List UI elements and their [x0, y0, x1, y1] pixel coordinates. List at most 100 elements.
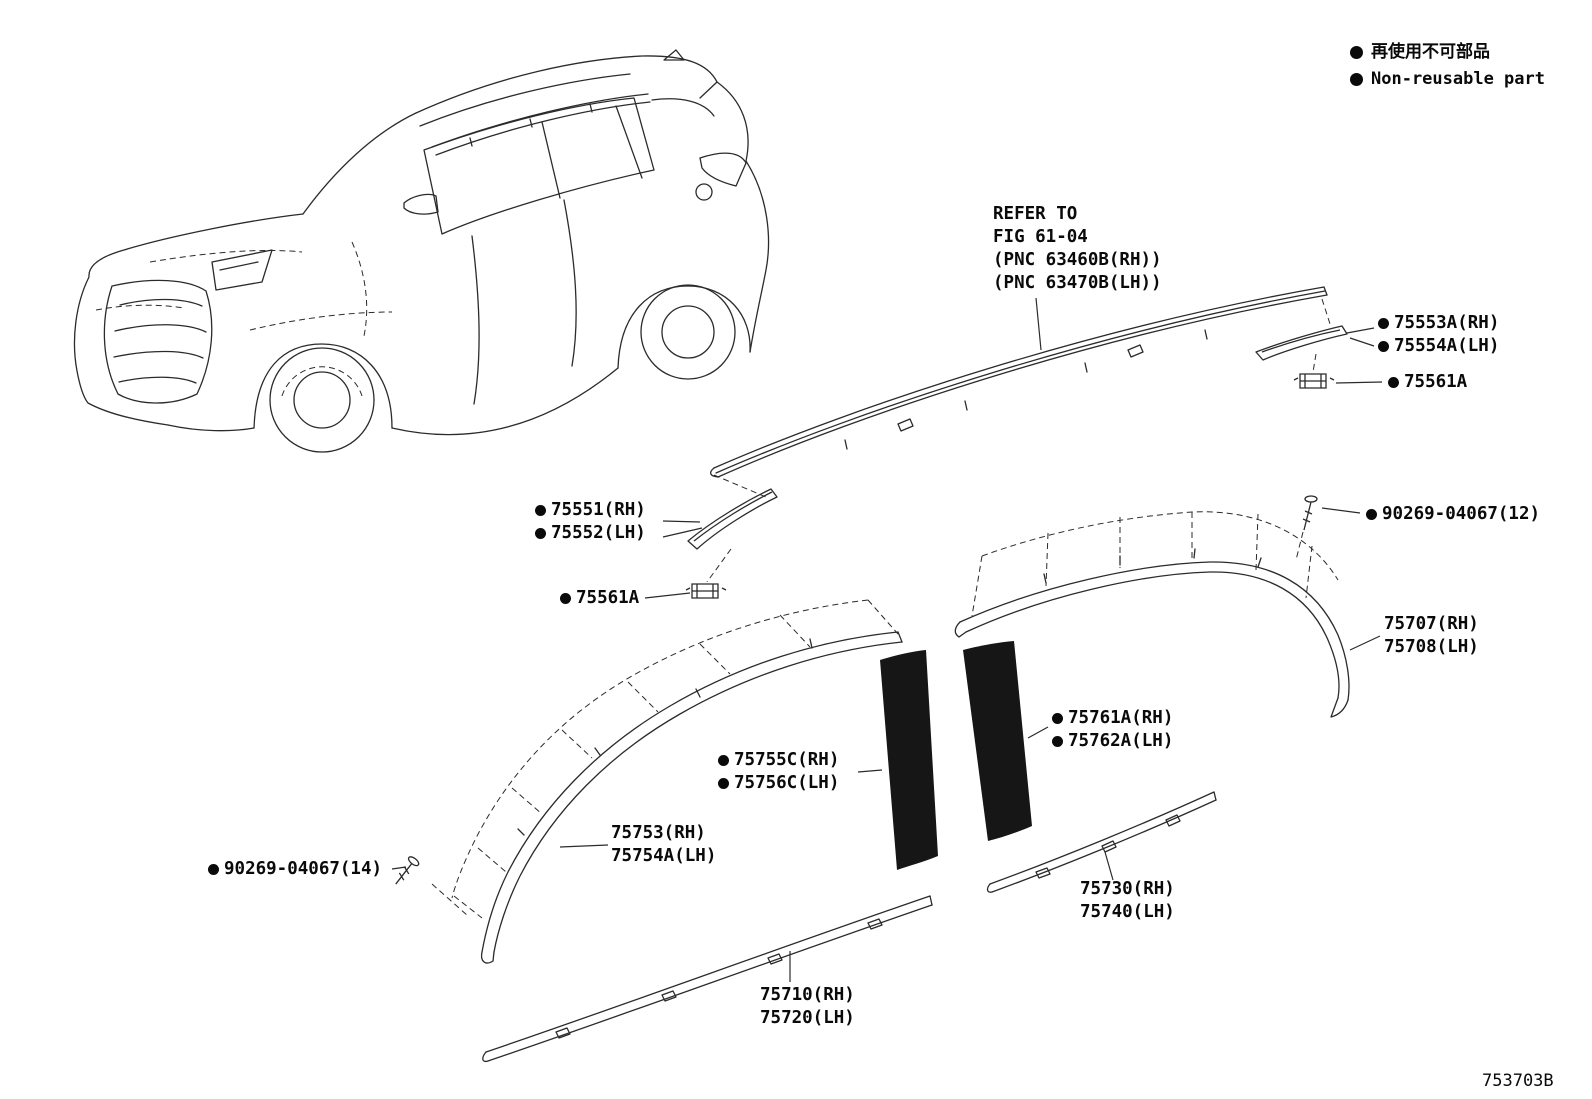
- figure-code-text: 753703B: [1482, 1071, 1554, 1091]
- part-number-text: 75561A: [1404, 372, 1468, 392]
- part-number-text: 75756C(LH): [734, 773, 840, 793]
- non-reusable-dot-icon: [1052, 713, 1063, 724]
- part-number-text: 75707(RH): [1384, 614, 1479, 634]
- part-label-75761A: 75761A(RH) 75762A(LH): [1052, 707, 1173, 753]
- screw-90269-12: [1302, 495, 1318, 531]
- pillar-tapes: [880, 641, 1032, 870]
- part-label-90269-14: 90269-04067(14): [208, 858, 382, 881]
- part-label-75755C: 75755C(RH) 75756C(LH): [718, 749, 839, 795]
- front-pillar-tape: [880, 650, 938, 870]
- screw-90269-14: [395, 856, 420, 885]
- non-reusable-dot-icon: [1388, 377, 1399, 388]
- part-label-row: 75710(RH): [760, 984, 855, 1007]
- part-label-75551: 75551(RH) 75552(LH): [535, 499, 646, 545]
- non-reusable-dot-icon: [535, 505, 546, 516]
- part-number-text: 75553A(RH): [1394, 313, 1500, 333]
- front-door-belt-moulding: [482, 895, 933, 1063]
- part-number-text: 75753(RH): [611, 823, 706, 843]
- part-label-row: 75561A: [560, 587, 639, 610]
- moulding-clip-left: [685, 583, 727, 599]
- non-reusable-dot-icon: [208, 864, 219, 875]
- refer-note-text: (PNC 63470B(LH)): [993, 273, 1162, 293]
- refer-note: REFER TO FIG 61-04 (PNC 63460B(RH)) (PNC…: [993, 203, 1162, 295]
- part-label-90269-12: 90269-04067(12): [1366, 503, 1540, 526]
- rear-quarter-construction-lines: [971, 511, 1339, 617]
- part-label-row: 75753(RH): [611, 822, 716, 845]
- non-reusable-dot-icon: [560, 593, 571, 604]
- part-label-row: 75551(RH): [535, 499, 646, 522]
- part-number-text: 75755C(RH): [734, 750, 840, 770]
- part-label-75730: 75730(RH) 75740(LH): [1080, 878, 1175, 924]
- part-label-row: 90269-04067(12): [1366, 503, 1540, 526]
- part-label-row: 90269-04067(14): [208, 858, 382, 881]
- part-label-75710: 75710(RH) 75720(LH): [760, 984, 855, 1030]
- part-label-row: 75761A(RH): [1052, 707, 1173, 730]
- legend-jp-text: 再使用不可部品: [1371, 42, 1490, 62]
- part-label-row: 75708(LH): [1384, 636, 1479, 659]
- non-reusable-dot-icon: [535, 528, 546, 539]
- moulding-clip-right: [1293, 373, 1335, 389]
- part-number-text: 75761A(RH): [1068, 708, 1174, 728]
- rear-pillar-tape: [963, 641, 1032, 841]
- part-number-text: 75708(LH): [1384, 637, 1479, 657]
- refer-note-text: (PNC 63460B(RH)): [993, 250, 1162, 270]
- non-reusable-dot-icon: [1378, 341, 1389, 352]
- non-reusable-dot-icon: [718, 778, 729, 789]
- assembly-dashed-lines: [431, 298, 1331, 917]
- part-number-text: 75754A(LH): [611, 846, 717, 866]
- front-frame-construction-lines: [451, 599, 899, 919]
- car-hidden-lines: [95, 241, 393, 397]
- legend-row-jp: 再使用不可部品: [1350, 42, 1545, 63]
- part-label-75561A-left: 75561A: [560, 587, 639, 610]
- roof-drip-moulding: [710, 286, 1328, 478]
- part-number-text: 75552(LH): [551, 523, 646, 543]
- part-label-row: 75561A: [1388, 371, 1467, 394]
- part-label-row: 75720(LH): [760, 1007, 855, 1030]
- part-label-row: 75740(LH): [1080, 901, 1175, 924]
- part-label-row: 75552(LH): [535, 522, 646, 545]
- part-label-row: 75755C(RH): [718, 749, 839, 772]
- part-number-text: 75710(RH): [760, 985, 855, 1005]
- figure-code: 753703B: [1482, 1070, 1554, 1093]
- non-reusable-dot-icon: [1052, 736, 1063, 747]
- legend: 再使用不可部品 Non-reusable part: [1350, 42, 1545, 96]
- non-reusable-dot-icon: [1366, 509, 1377, 520]
- part-number-text: 90269-04067(14): [224, 859, 383, 879]
- part-label-row: 75754A(LH): [611, 845, 716, 868]
- part-label-row: 75707(RH): [1384, 613, 1479, 636]
- part-label-row: 75756C(LH): [718, 772, 839, 795]
- refer-note-text: FIG 61-04: [993, 227, 1088, 247]
- part-label-row: 75730(RH): [1080, 878, 1175, 901]
- non-reusable-dot-icon: [1350, 46, 1363, 59]
- part-number-text: 75561A: [576, 588, 640, 608]
- front-window-frame-moulding: [480, 631, 903, 964]
- non-reusable-dot-icon: [1378, 318, 1389, 329]
- part-number-text: 75740(LH): [1080, 902, 1175, 922]
- part-label-75753: 75753(RH) 75754A(LH): [611, 822, 716, 868]
- part-number-text: 75551(RH): [551, 500, 646, 520]
- refer-note-line: (PNC 63470B(LH)): [993, 272, 1162, 295]
- non-reusable-dot-icon: [1350, 73, 1363, 86]
- part-label-75561A-right: 75561A: [1388, 371, 1467, 394]
- roof-moulding-rear-cap: [1255, 325, 1348, 361]
- legend-row-en: Non-reusable part: [1350, 69, 1545, 90]
- part-number-text: 75554A(LH): [1394, 336, 1500, 356]
- part-label-row: 75553A(RH): [1378, 312, 1499, 335]
- part-label-75553A: 75553A(RH) 75554A(LH): [1378, 312, 1499, 358]
- refer-note-line: FIG 61-04: [993, 226, 1162, 249]
- refer-note-text: REFER TO: [993, 204, 1078, 224]
- part-number-text: 75762A(LH): [1068, 731, 1174, 751]
- refer-note-line: (PNC 63460B(RH)): [993, 249, 1162, 272]
- refer-note-line: REFER TO: [993, 203, 1162, 226]
- legend-en-text: Non-reusable part: [1371, 69, 1545, 89]
- rear-door-belt-moulding: [986, 791, 1217, 893]
- part-number-text: 90269-04067(12): [1382, 504, 1541, 524]
- part-number-text: 75730(RH): [1080, 879, 1175, 899]
- roof-moulding-front-cap: [687, 488, 778, 550]
- non-reusable-dot-icon: [718, 755, 729, 766]
- part-number-text: 75720(LH): [760, 1008, 855, 1028]
- leader-lines: [391, 297, 1383, 982]
- car-drawing: [73, 49, 770, 453]
- part-label-row: 75762A(LH): [1052, 730, 1173, 753]
